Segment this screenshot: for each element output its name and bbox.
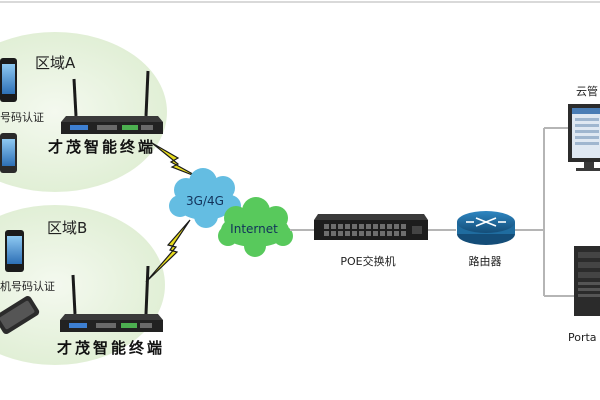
wireless-link-b-icon — [145, 219, 191, 283]
zone-a-terminal — [61, 70, 163, 134]
poe-switch-label: POE交换机 — [340, 254, 395, 268]
zone-a-phone-bottom — [0, 133, 17, 173]
cloud-internet-label: Internet — [230, 222, 278, 236]
zone-b-auth-label: 机号码认证 — [0, 279, 55, 293]
cloud-3g-4g-label: 3G/4G — [186, 194, 224, 208]
poe-switch-icon — [314, 214, 428, 240]
zone-b-title: 区域B — [47, 219, 87, 237]
zone-b-terminal-label: 才茂智能终端 — [57, 339, 165, 357]
zone-b-phone-bottom — [0, 296, 40, 334]
portal-server-icon — [574, 246, 600, 316]
router-label: 路由器 — [469, 254, 502, 268]
portal-label: Porta — [568, 331, 597, 344]
zone-a-area — [0, 32, 167, 192]
cloud-3g-4g-icon — [169, 168, 241, 228]
zone-b-phone-top — [5, 230, 24, 272]
cloud-mgmt-monitor-icon — [568, 104, 600, 171]
zone-a-phone-top — [0, 58, 17, 102]
zone-a-terminal-label: 才茂智能终端 — [48, 138, 156, 156]
zone-b-terminal — [60, 265, 163, 332]
zone-a-auth-label: 号码认证 — [0, 111, 44, 124]
zone-a-title: 区域A — [35, 54, 76, 72]
cloud-mgmt-label: 云管 — [576, 84, 598, 98]
router-icon — [457, 211, 515, 245]
cloud-internet-icon — [218, 197, 293, 257]
